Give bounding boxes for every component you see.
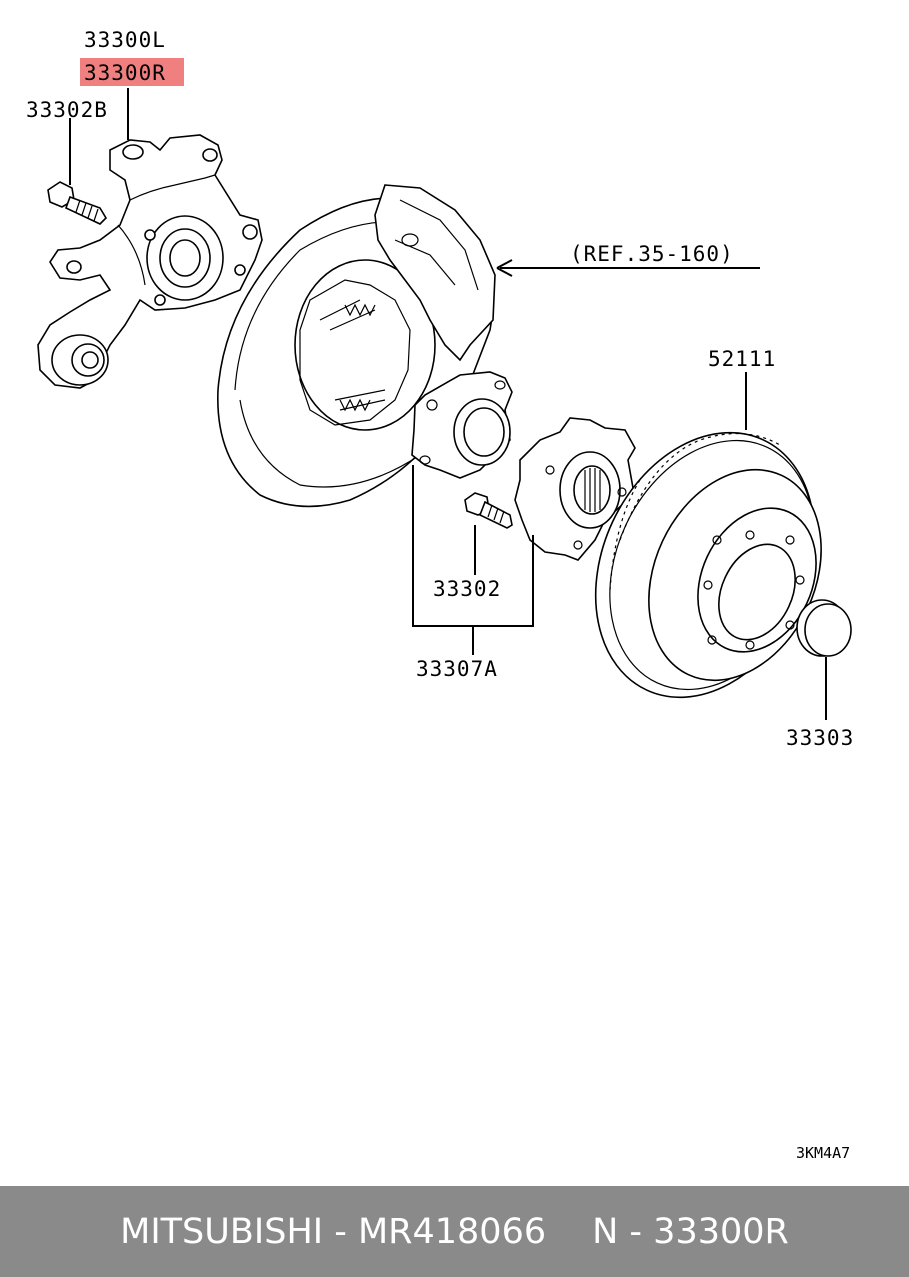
hub-bolt-drawing: [464, 492, 513, 529]
footer-bar: MITSUBISHI - MR418066 N - 33300R: [0, 1186, 909, 1277]
footer-brand: MITSUBISHI: [120, 1211, 324, 1252]
knuckle-drawing: [37, 134, 263, 389]
hub-cap-drawing: [796, 599, 852, 657]
highlight-box: [80, 58, 184, 86]
label-hub-assembly: 33307A: [416, 657, 498, 681]
knuckle-bolt-drawing: [47, 181, 108, 225]
label-knuckle-right: 33300R: [84, 61, 166, 85]
label-ref: (REF.35-160): [570, 242, 734, 266]
hub-flange-drawing: [514, 417, 636, 561]
label-hub-bolt: 33302: [433, 577, 501, 601]
label-brake-disc: 52111: [708, 347, 776, 371]
brake-disc-drawing: [594, 431, 822, 699]
footer-ref-prefix: N -: [592, 1211, 654, 1252]
hub-bearing-drawing: [411, 371, 513, 479]
footer-ref-number: 33300R: [653, 1211, 789, 1252]
diagram-code: 3KM4A7: [796, 1144, 850, 1162]
footer-part-number: MR418066: [357, 1211, 547, 1252]
footer-separator: -: [323, 1211, 358, 1252]
label-knuckle-bolt: 33302B: [26, 98, 108, 122]
exploded-parts-diagram: 33300L 33300R 33302B (REF.35-160) 52111 …: [26, 28, 854, 1162]
label-knuckle-left: 33300L: [84, 28, 166, 52]
label-hub-cap: 33303: [786, 726, 854, 750]
